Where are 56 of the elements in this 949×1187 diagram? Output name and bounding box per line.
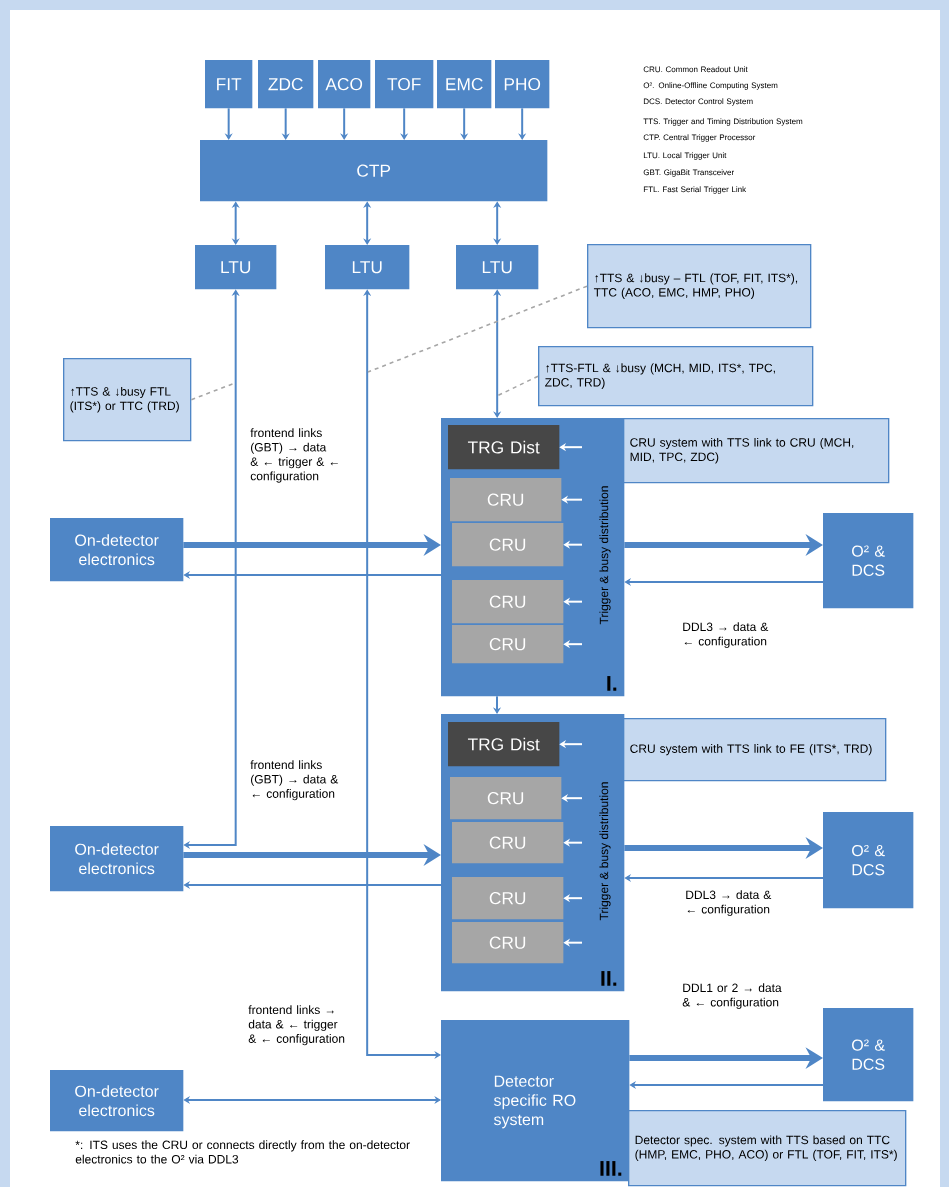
process-box: O² & DCS [823,1008,914,1102]
link-label: frontend links (GBT) → data & ← trigger & ← configuration [250,428,338,483]
definition-text: LTU. Local Trigger Unit [643,152,727,160]
process-box: CTP [200,140,548,202]
process-box: LTU [195,245,277,290]
readout-unit-box: CRU [452,922,564,964]
distribution-box: TRG Dist [448,425,560,470]
readout-unit-box: CRU [450,777,562,820]
definition-text: FTL. Fast Serial Trigger Link [643,186,747,194]
leader-line [496,375,539,397]
process-box: On-detector electronics [50,1070,184,1132]
callout-box: CRU system with TTS link to CRU (MCH, MID, TPC, ZDC) [623,418,890,484]
process-box: PHO [495,60,550,109]
definition-text: DCS. Detector Control System [643,98,753,106]
process-box: TOF [375,60,434,109]
definition-text: GBT. GigaBit Transceiver [643,169,734,177]
leader-line [190,382,236,401]
link-label: DDL3 → data & ← configuration [686,890,772,916]
process-box: LTU [325,245,410,290]
arrow [493,201,502,245]
process-box: FIT [205,60,253,109]
callout-box: CRU system with TTS link to FE (ITS*, TRD) [623,718,887,782]
definition-text: TTS. Trigger and Timing Distribution System [643,118,803,126]
system-box: Detector specific RO system III. [441,1020,630,1182]
readout-unit-box: CRU [452,625,564,664]
process-box: O² & DCS [823,812,914,909]
definition-text: CRU. Common Readout Unit [643,66,748,73]
process-box: On-detector electronics [50,518,184,582]
definition-text: O². Online-Offline Computing System [643,82,778,90]
arrow [493,289,502,418]
arrow [231,201,240,245]
readout-unit-box: CRU [452,822,564,864]
arrow [363,201,372,245]
readout-unit-box: CRU [450,478,562,522]
readout-unit-box: CRU [452,580,564,624]
link-label: DDL3 → data & ← configuration [683,622,769,648]
process-box: LTU [456,245,539,290]
process-box: ZDC [258,60,314,109]
callout-box: ↑TTS & ↓busy – FTL (TOF, FIT, ITS*), TTC (ACO, EMC, HMP, PHO) [587,244,812,329]
process-box: On-detector electronics [50,826,184,892]
distribution-box: TRG Dist [448,722,560,767]
link-label: DDL1 or 2 → data & ← configuration [682,983,782,1009]
process-box: ACO [318,60,371,109]
link-label: frontend links → data & ← trigger & ← configuration [248,1005,345,1046]
callout-box: ↑TTS & ↓busy FTL (ITS*) or TTC (TRD) [63,358,192,442]
callout-box: ↑TTS-FTL & ↓busy (MCH, MID, ITS*, TPC, ZDC, TRD) [538,346,814,407]
process-box: EMC [437,60,492,109]
leader-line [367,285,588,373]
readout-unit-box: CRU [452,877,564,920]
footnote-text: *: ITS uses the CRU or connects directly from the on-detector electronics to the O² via DDL3 [75,1140,410,1164]
process-box: O² & DCS [823,513,914,609]
link-label: frontend links (GBT) → data & ← configuration [250,760,339,801]
callout-box: Detector spec. system with TTS based on TTC (HMP, EMC, PHO, ACO) or FTL (TOF, FIT, ITS*) [628,1110,907,1187]
arrow [183,1095,441,1105]
definition-text: CTP. Central Trigger Processor [643,134,756,142]
readout-unit-box: CRU [452,523,564,567]
